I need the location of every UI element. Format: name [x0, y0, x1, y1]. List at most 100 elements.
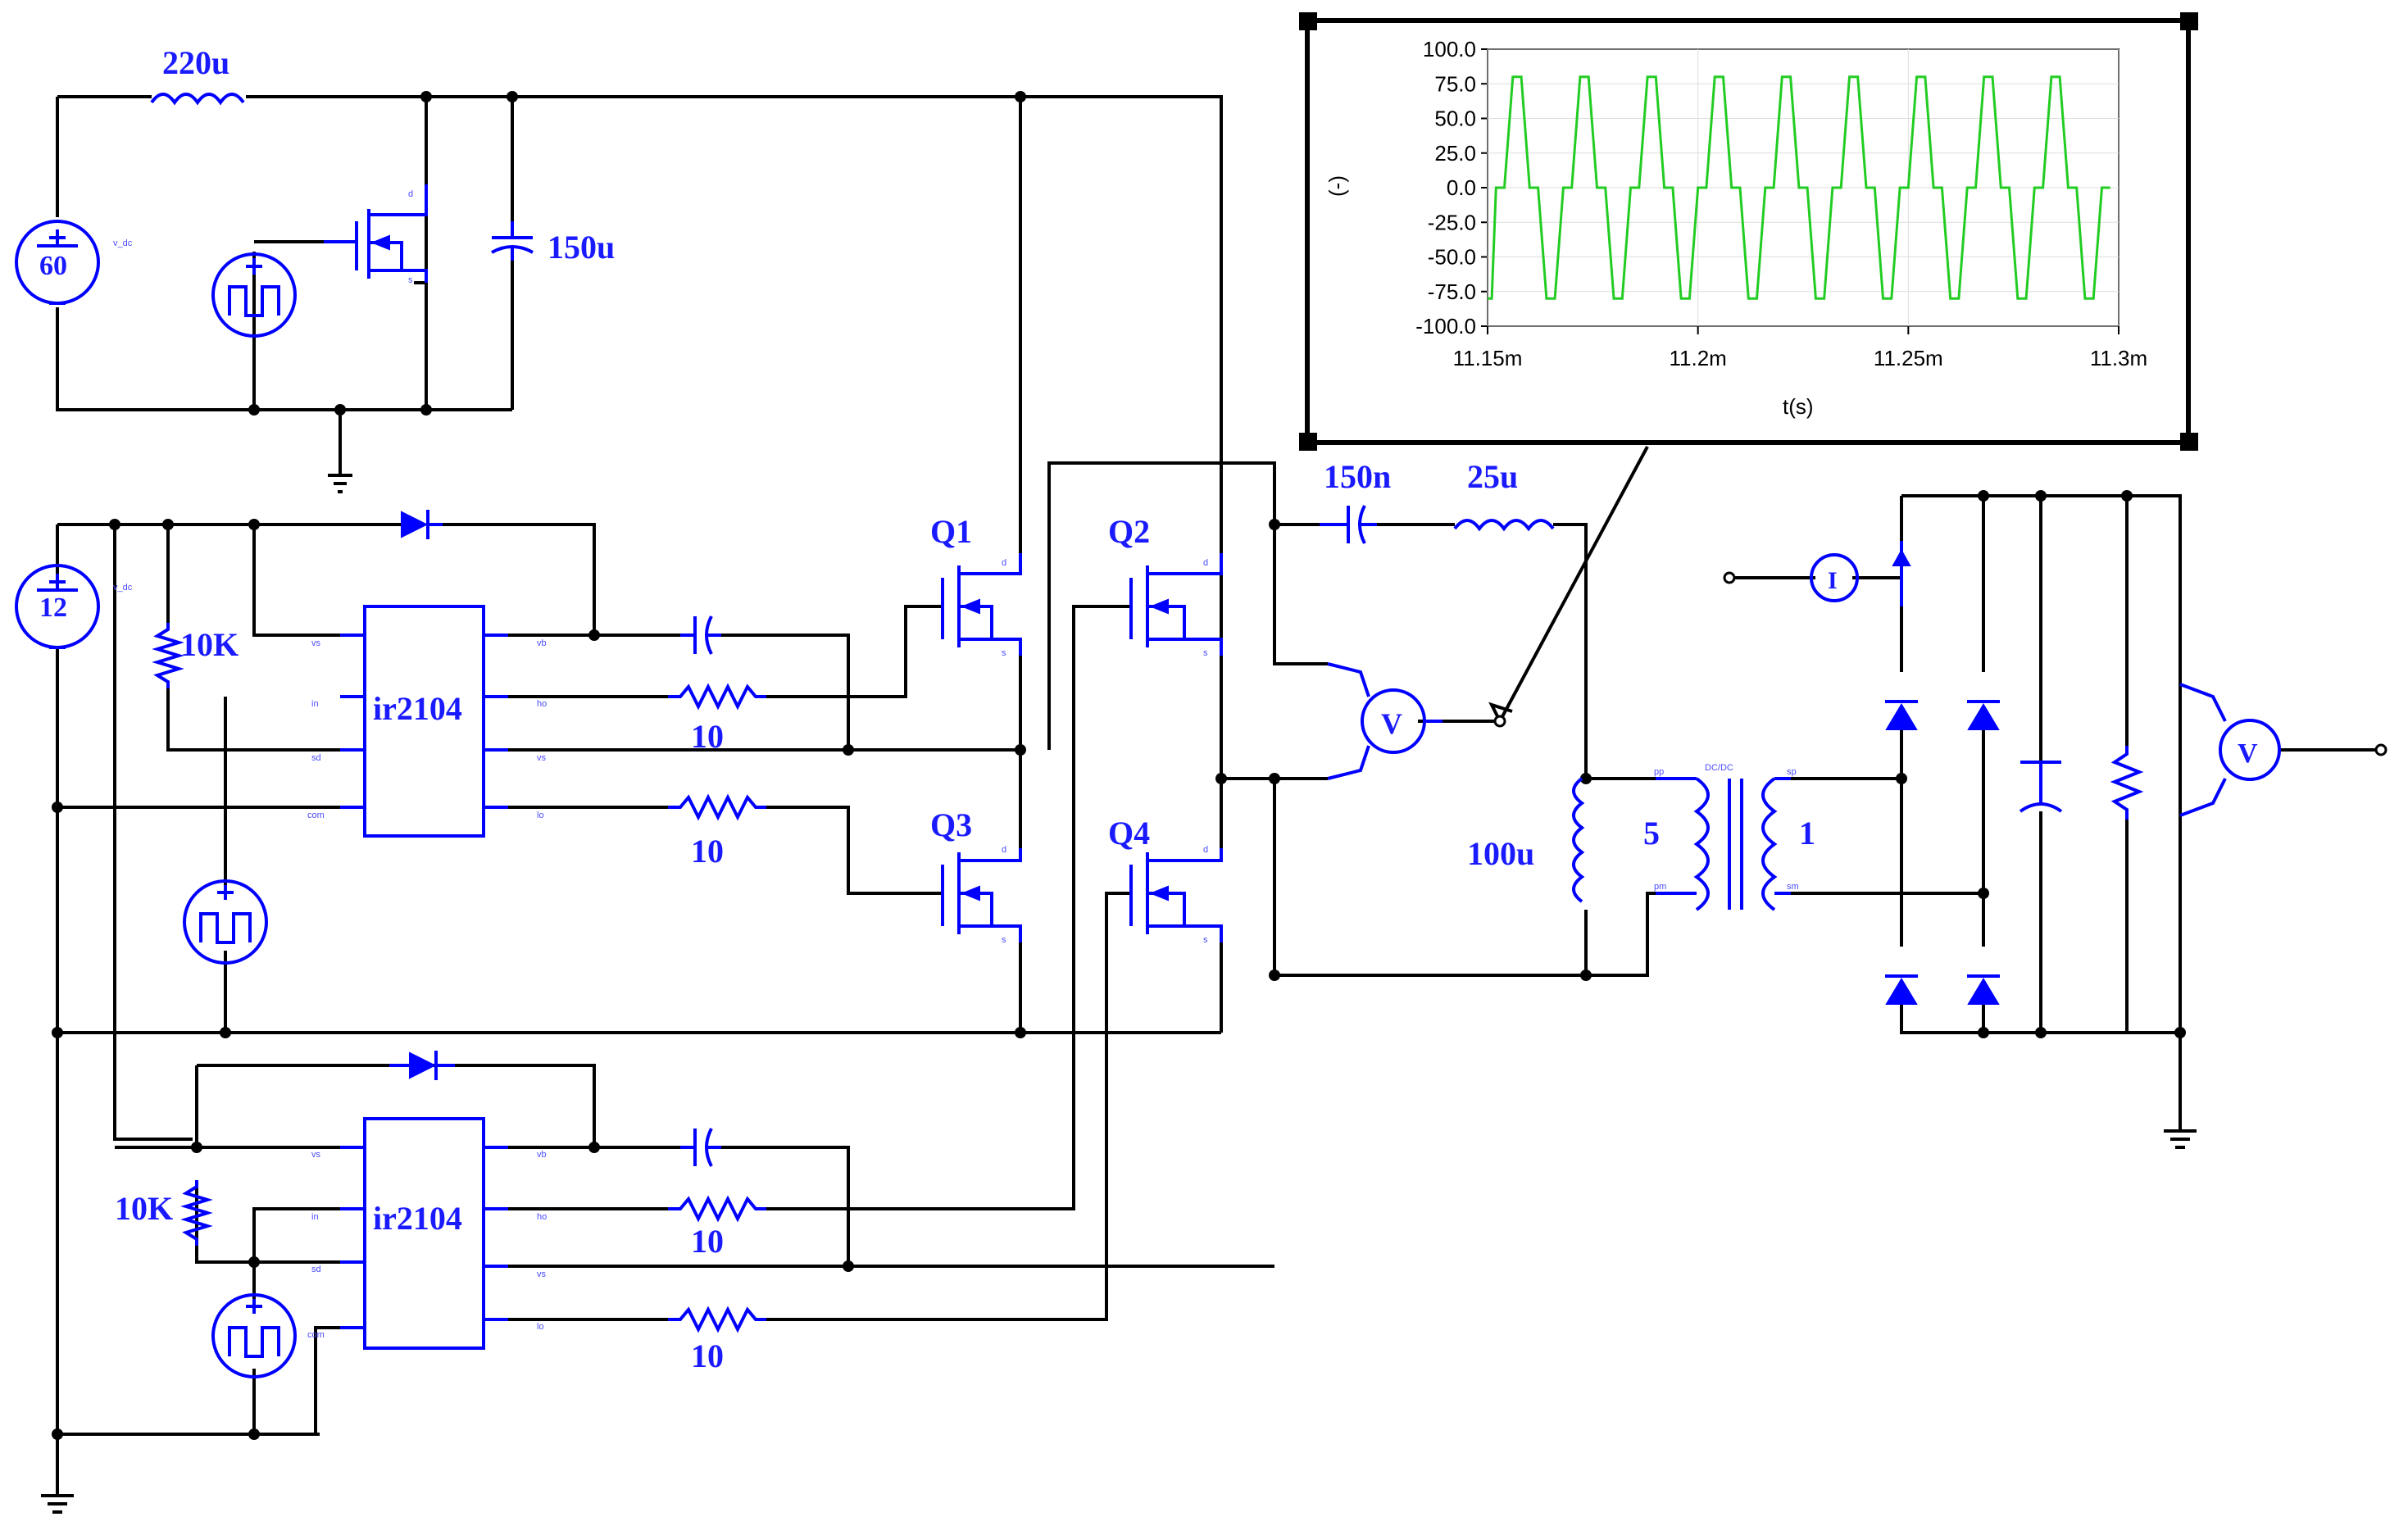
y-tick-label: 100.0 [1423, 37, 1476, 61]
mosfet-q4-label: Q4 [1108, 815, 1150, 852]
transformer-tag: DC/DC [1705, 763, 1733, 773]
gate-resistor-2 [668, 793, 766, 821]
current-probe-label: I [1828, 567, 1838, 594]
resistor-10k-top-label: 10K [180, 626, 239, 663]
mosfet-q1 [941, 553, 1022, 656]
dc-source-12 [15, 564, 100, 649]
resistor-10k-top [152, 623, 184, 688]
driver-bottom-pin-sd: sd [311, 1265, 321, 1274]
q4-pin-s: s [1203, 935, 1208, 945]
voltmeter-output-label: V [2238, 738, 2258, 769]
x-tick-label: 11.2m [1669, 346, 1726, 370]
x-tick-label: 11.15m [1453, 346, 1523, 370]
capacitor-150u-label: 150u [547, 229, 615, 266]
output-capacitor [2019, 761, 2063, 813]
driver-top-pin-ho: ho [537, 699, 547, 709]
transformer-pin-pp: pp [1654, 767, 1664, 777]
rectifier-diodes [1885, 541, 2000, 1005]
gate-resistor-4-label: 10 [691, 1337, 724, 1374]
diode-bootstrap-bottom [389, 1051, 455, 1080]
driver-bottom-pin-vb: vb [537, 1150, 547, 1160]
dc-source-60 [15, 220, 100, 305]
q1-pin-d: d [1002, 558, 1006, 568]
transformer-primary-turns: 5 [1643, 815, 1660, 852]
current-probe [1723, 553, 1859, 602]
driver-top-pin-in: in [311, 699, 319, 709]
gate-resistor-4 [668, 1306, 766, 1333]
gate-resistor-3-label: 10 [691, 1223, 724, 1260]
inductor-100u-label: 100u [1467, 835, 1534, 872]
voltmeter-output [2179, 683, 2388, 817]
q2-pin-s: s [1203, 648, 1208, 658]
mosfet-q3 [941, 848, 1022, 942]
dc-source-12-value: 12 [39, 593, 67, 623]
mosfet-boost-pin-s: s [408, 275, 413, 285]
inductor-25u [1453, 519, 1555, 532]
chart-ylabel: (-) [1324, 175, 1349, 197]
wires [41, 95, 2377, 1514]
inductor-100u [1572, 777, 1585, 903]
driver-bottom-pin-vs2: vs [537, 1269, 547, 1279]
junction-dots [52, 91, 2186, 1440]
driver-top-pin-lo: lo [537, 811, 544, 820]
y-tick-label: 50.0 [1434, 107, 1476, 131]
driver-ir2104-top-label: ir2104 [373, 690, 462, 727]
driver-top-pin-com: com [307, 811, 325, 820]
q2-pin-d: d [1203, 558, 1208, 568]
mosfet-q2 [1129, 553, 1223, 656]
x-tick-label: 11.3m [2090, 346, 2147, 370]
pulse-source-top-driver [183, 879, 268, 965]
y-tick-label: -25.0 [1428, 210, 1476, 234]
driver-ir2104-bottom [340, 1117, 508, 1350]
mosfet-boost [324, 184, 428, 283]
resistor-10k-bottom [180, 1180, 213, 1246]
capacitor-bootstrap-bottom [680, 1128, 721, 1167]
q1-pin-s: s [1002, 648, 1006, 658]
q3-pin-d: d [1002, 845, 1006, 855]
gate-resistor-1 [668, 683, 766, 711]
capacitor-150n [1320, 505, 1377, 544]
driver-bottom-pin-lo: lo [537, 1322, 544, 1332]
mosfet-q1-label: Q1 [930, 513, 972, 550]
y-tick-label: -50.0 [1428, 245, 1476, 270]
driver-top-pin-vs2: vs [537, 753, 547, 763]
capacitor-150n-label: 150n [1324, 458, 1391, 495]
output-resistor [2110, 746, 2144, 820]
driver-bottom-pin-com: com [307, 1330, 325, 1340]
transformer-secondary-turns: 1 [1799, 815, 1815, 852]
q3-pin-s: s [1002, 935, 1006, 945]
mosfet-q3-label: Q3 [930, 806, 972, 843]
inductor-220u [150, 93, 245, 106]
dc-source-12-tag: v_dc [113, 583, 133, 593]
gate-resistor-2-label: 10 [691, 833, 724, 870]
dc-source-60-tag: v_dc [113, 238, 133, 248]
y-tick-label: 0.0 [1447, 175, 1476, 200]
resistor-10k-bottom-label: 10K [115, 1190, 173, 1227]
chart-xlabel: t(s) [1783, 394, 1814, 419]
y-tick-label: 75.0 [1434, 71, 1476, 96]
transformer-pin-pm: pm [1654, 882, 1666, 892]
transformer-pin-sm: sm [1787, 882, 1799, 892]
driver-ir2104-bottom-label: ir2104 [373, 1200, 462, 1237]
mosfet-q4 [1129, 848, 1223, 942]
driver-ir2104-top [340, 605, 508, 838]
mosfet-q2-label: Q2 [1108, 513, 1150, 550]
voltmeter-bridge-label: V [1381, 707, 1402, 740]
dc-source-60-value: 60 [39, 251, 67, 281]
y-tick-label: -75.0 [1428, 279, 1476, 304]
y-tick-label: 25.0 [1434, 141, 1476, 166]
transformer-pin-sp: sp [1787, 767, 1797, 777]
mosfet-boost-pin-d: d [408, 189, 413, 199]
q4-pin-d: d [1203, 845, 1208, 855]
transformer [1656, 777, 1791, 911]
inductor-220u-label: 220u [162, 44, 229, 81]
diode-bootstrap-top [401, 510, 443, 539]
x-tick-label: 11.25m [1874, 346, 1943, 370]
pulse-source-bottom-driver [211, 1293, 297, 1378]
pulse-source-boost [211, 252, 297, 338]
driver-bottom-pin-in: in [311, 1212, 319, 1222]
voltmeter-bridge [1327, 662, 1506, 780]
waveform-series [1488, 75, 2110, 300]
driver-top-pin-vs: vs [311, 638, 321, 648]
